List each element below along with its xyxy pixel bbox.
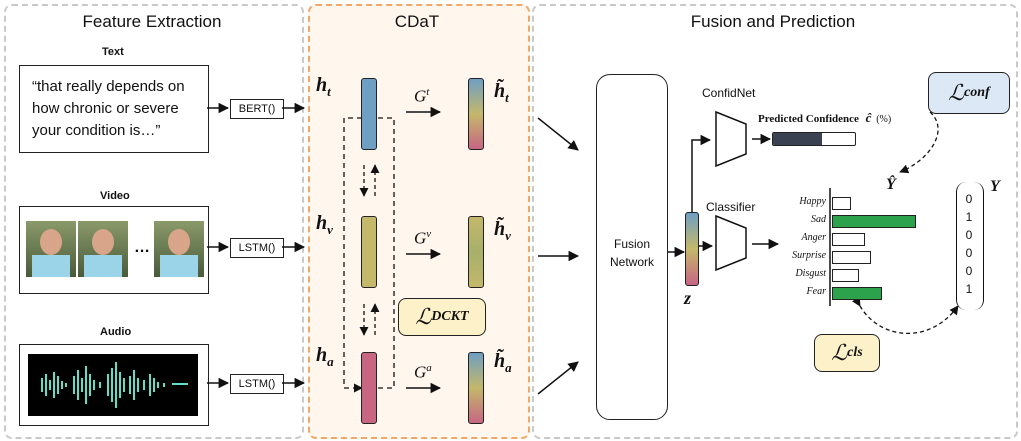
- emotion-bar-fear: [832, 287, 882, 300]
- ground-truth-value: 0: [965, 264, 973, 278]
- ground-truth-value: 1: [965, 210, 973, 224]
- video-lstm-box: LSTM(): [230, 238, 284, 258]
- emotion-bar-disgust: [832, 269, 859, 282]
- ground-truth-value: 1: [965, 282, 973, 296]
- y-label: Y: [990, 178, 1000, 195]
- video-frame-2: [78, 221, 128, 277]
- z-label: z: [684, 288, 692, 308]
- emotion-label-fear: Fear: [806, 286, 826, 297]
- ground-truth-value: 0: [965, 246, 973, 260]
- ground-truth-value: 0: [965, 192, 973, 206]
- predicted-confidence-label: Predicted Confidence ĉ (%): [758, 110, 892, 125]
- emotion-bar-anger: [832, 233, 865, 246]
- confidence-fill: [773, 133, 823, 145]
- video-ellipsis: …: [134, 239, 150, 256]
- text-quote-box: “that really depends on how chronic or s…: [19, 65, 209, 153]
- g-v-label: Gv: [414, 228, 432, 248]
- audio-vector: [361, 352, 377, 424]
- emotion-bar-happy: [832, 197, 851, 210]
- text-vector: [361, 78, 377, 150]
- emotion-label-sad: Sad: [811, 214, 826, 225]
- feature-extraction-title: Feature Extraction: [82, 12, 222, 31]
- emotion-label-surprise: Surprise: [792, 250, 826, 261]
- fusion-network-label: Fusion Network: [609, 237, 654, 269]
- video-frame-1: [26, 221, 76, 277]
- h-t-label: ht: [316, 74, 331, 99]
- bert-encoder-box: BERT(): [230, 99, 284, 119]
- emotion-label-disgust: Disgust: [795, 268, 826, 279]
- video-vector: [361, 216, 377, 288]
- video-frames-box: …: [19, 206, 209, 294]
- confidnet-label: ConfidNet: [702, 86, 756, 100]
- video-label: Video: [100, 190, 130, 202]
- g-t-label: Gt: [414, 86, 430, 106]
- fusion-title: Fusion and Prediction: [690, 12, 856, 31]
- h-tilde-a-label: h̃a: [494, 350, 512, 375]
- confidence-bar: [772, 132, 856, 146]
- emotion-label-anger: Anger: [801, 232, 826, 243]
- cdat-title: CDaT: [394, 12, 440, 31]
- h-v-label: hv: [316, 212, 333, 237]
- audio-waveform: [28, 354, 198, 416]
- audio-lstm-box: LSTM(): [230, 374, 284, 394]
- emotion-bar-surprise: [832, 251, 871, 264]
- g-a-label: Ga: [414, 362, 432, 382]
- y-hat-label: Ŷ: [886, 176, 896, 193]
- emotion-label-happy: Happy: [799, 196, 826, 207]
- video-frame-3: [154, 221, 204, 277]
- ground-truth-bracket: [956, 182, 984, 310]
- c-hat-symbol: ĉ: [865, 110, 872, 125]
- feature-extraction-panel: [4, 4, 304, 439]
- video-output-vector: [468, 216, 484, 288]
- classifier-label: Classifier: [706, 200, 756, 214]
- audio-output-vector: [468, 352, 484, 424]
- z-vector: [685, 212, 699, 286]
- text-quote: “that really depends on how chronic or s…: [32, 78, 185, 139]
- emotion-bar-sad: [832, 215, 916, 228]
- audio-label: Audio: [100, 326, 132, 338]
- h-tilde-v-label: h̃v: [494, 218, 511, 243]
- text-label: Text: [102, 46, 124, 58]
- audio-waveform-box: [19, 344, 209, 426]
- percent-unit: (%): [876, 114, 892, 125]
- ground-truth-value: 0: [965, 228, 973, 242]
- fusion-panel: [532, 4, 1018, 439]
- text-output-vector: [468, 78, 484, 150]
- h-a-label: ha: [316, 344, 334, 369]
- fusion-network-box: Fusion Network: [596, 74, 668, 420]
- h-tilde-t-label: h̃t: [494, 80, 509, 105]
